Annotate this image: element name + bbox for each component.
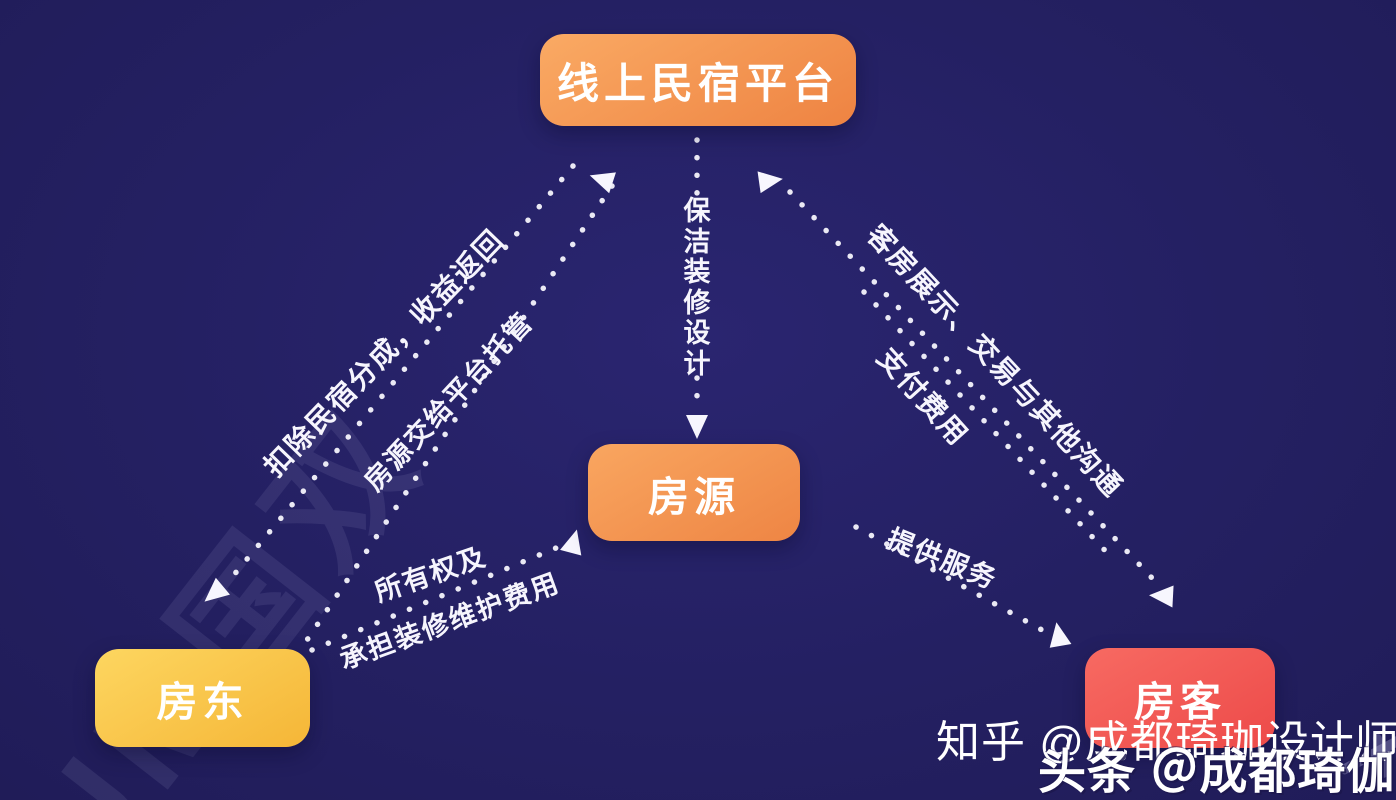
arrowhead-right-top [757, 171, 783, 194]
node-guest: 房客 [1085, 648, 1275, 748]
node-platform: 线上民宿平台 [540, 34, 856, 126]
node-landlord: 房东 [95, 649, 310, 747]
edge-line-landlord-platform-entrust [304, 183, 615, 643]
node-listing: 房源 [588, 444, 800, 541]
edge-line-platform-landlord-return [225, 163, 576, 585]
edge-line-platform-guest-comm [787, 189, 1155, 581]
watermark-zhihu: 知乎 @成都琦珈设计师 [936, 718, 1396, 767]
node-platform-label: 线上民宿平台 [556, 59, 839, 107]
arrowhead-service-to-guest [1049, 622, 1072, 648]
arrowhead-to-guest [1149, 585, 1174, 608]
arrowhead-to-listing [686, 415, 708, 439]
edge-line-listing-guest-service [853, 524, 1045, 633]
arrowhead-left-top [589, 172, 616, 194]
watermark-toutiao: 头条 ＠成都琦伽设计 [1038, 746, 1396, 799]
node-listing-label: 房源 [648, 473, 740, 520]
arrowhead-to-landlord [204, 577, 230, 602]
arrowhead-ownership-to-listing [560, 529, 582, 556]
node-guest-label: 房客 [1134, 679, 1226, 725]
node-landlord-label: 房东 [156, 679, 249, 725]
edge-label-clean-renovate-design: 保洁装修设计 [683, 196, 711, 379]
